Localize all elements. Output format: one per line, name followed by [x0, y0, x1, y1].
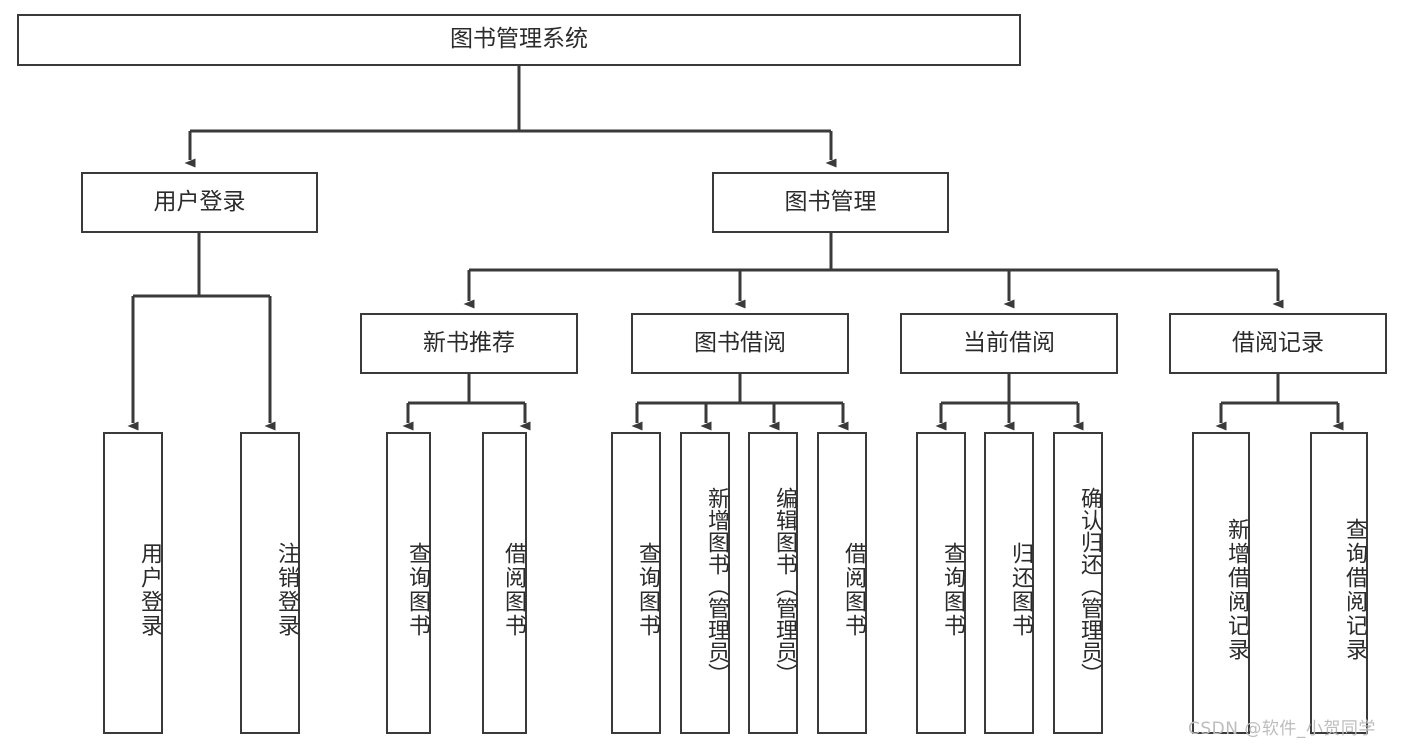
leaf-book-borrow-edit-book-admin[interactable]: 编辑图书（管理员） [748, 432, 798, 734]
leaf-current-borrow-query-book[interactable]: 查询图书 [916, 432, 966, 734]
leaf-new-book-query-book[interactable]: 查询图书 [386, 432, 431, 734]
leaf-user-login-logout[interactable]: 注销登录 [240, 432, 300, 734]
leaf-current-borrow-confirm-return-admin[interactable]: 确认归还（管理员） [1053, 432, 1103, 734]
node-book-borrow[interactable]: 图书借阅 [631, 313, 849, 374]
leaf-user-login-login[interactable]: 用户登录 [103, 432, 163, 734]
leaf-new-book-borrow-book[interactable]: 借阅图书 [482, 432, 527, 734]
leaf-book-borrow-add-book-admin[interactable]: 新增图书（管理员） [680, 432, 730, 734]
node-root-system[interactable]: 图书管理系统 [17, 14, 1021, 66]
leaf-book-borrow-query-book[interactable]: 查询图书 [611, 432, 661, 734]
node-current-borrow[interactable]: 当前借阅 [900, 313, 1118, 374]
node-borrow-record[interactable]: 借阅记录 [1169, 313, 1387, 374]
csdn-watermark: CSDN @软件_小贺同学 [1188, 719, 1376, 739]
node-user-login[interactable]: 用户登录 [81, 172, 318, 233]
leaf-current-borrow-return-book[interactable]: 归还图书 [984, 432, 1034, 734]
leaf-book-borrow-borrow-book[interactable]: 借阅图书 [817, 432, 867, 734]
node-book-management[interactable]: 图书管理 [712, 172, 949, 233]
leaf-borrow-record-add-record[interactable]: 新增借阅记录 [1192, 432, 1250, 734]
leaf-borrow-record-query-record[interactable]: 查询借阅记录 [1310, 432, 1368, 734]
node-new-book-recommend[interactable]: 新书推荐 [360, 313, 578, 374]
